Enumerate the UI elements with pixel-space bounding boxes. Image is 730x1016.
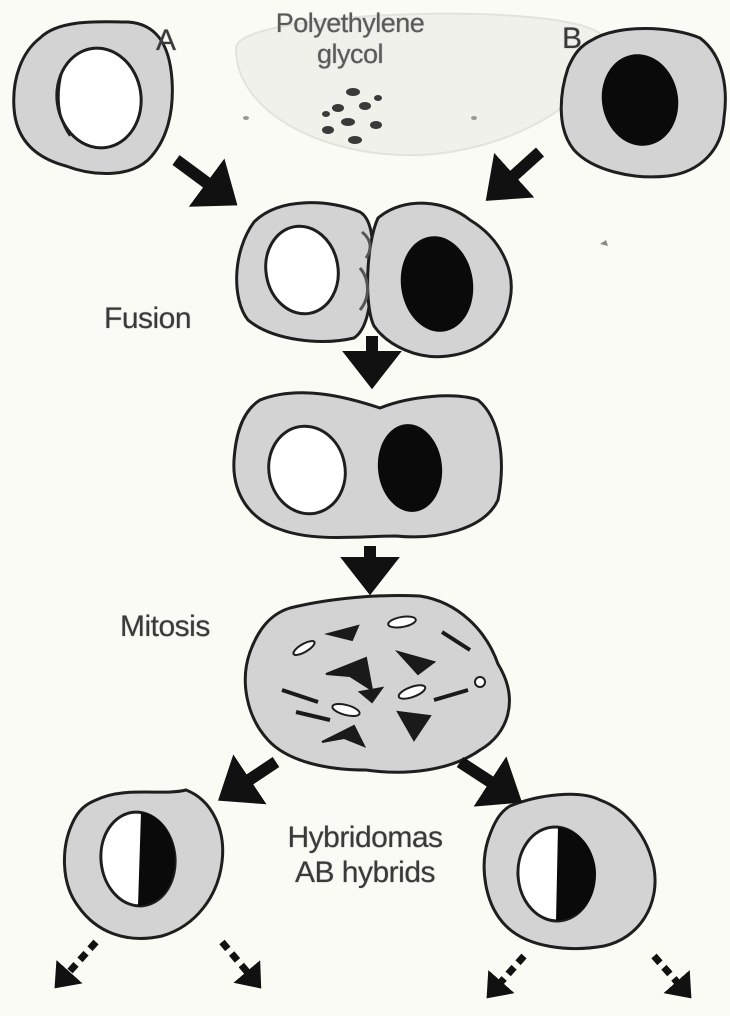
label-mitosis: Mitosis [120,610,210,644]
label-fusion: Fusion [104,302,191,336]
label-hybridomas-line1: Hybridomas [230,820,500,855]
mitosis-cell [245,596,509,773]
label-peg-line2: glycol [230,39,470,70]
hybridoma-cell-right [484,794,655,948]
arrow-mitosis-to-left [234,762,276,790]
label-hybridomas: Hybridomas AB hybrids [230,820,500,890]
cell-a [14,22,173,174]
dashed-arrow-3 [494,956,524,990]
label-peg: Polyethylene glycol [230,8,470,70]
hybridoma-cell-left [64,790,222,938]
fusing-cells [237,203,512,357]
dashed-arrow-1 [62,942,96,980]
arrow-mitosis-to-right [460,762,506,792]
label-peg-line1: Polyethylene [230,8,470,39]
label-hybridomas-line2: AB hybrids [230,855,500,890]
arrow-b-to-fusion [500,152,540,188]
cell-b [561,29,725,177]
dashed-arrow-4 [654,956,684,990]
dashed-arrow-2 [222,942,254,980]
label-cell-b: B [562,22,582,56]
heterokaryon-cell [234,393,502,538]
label-cell-a: A [156,24,176,58]
arrow-a-to-fusion [176,160,222,194]
speck [600,240,608,246]
